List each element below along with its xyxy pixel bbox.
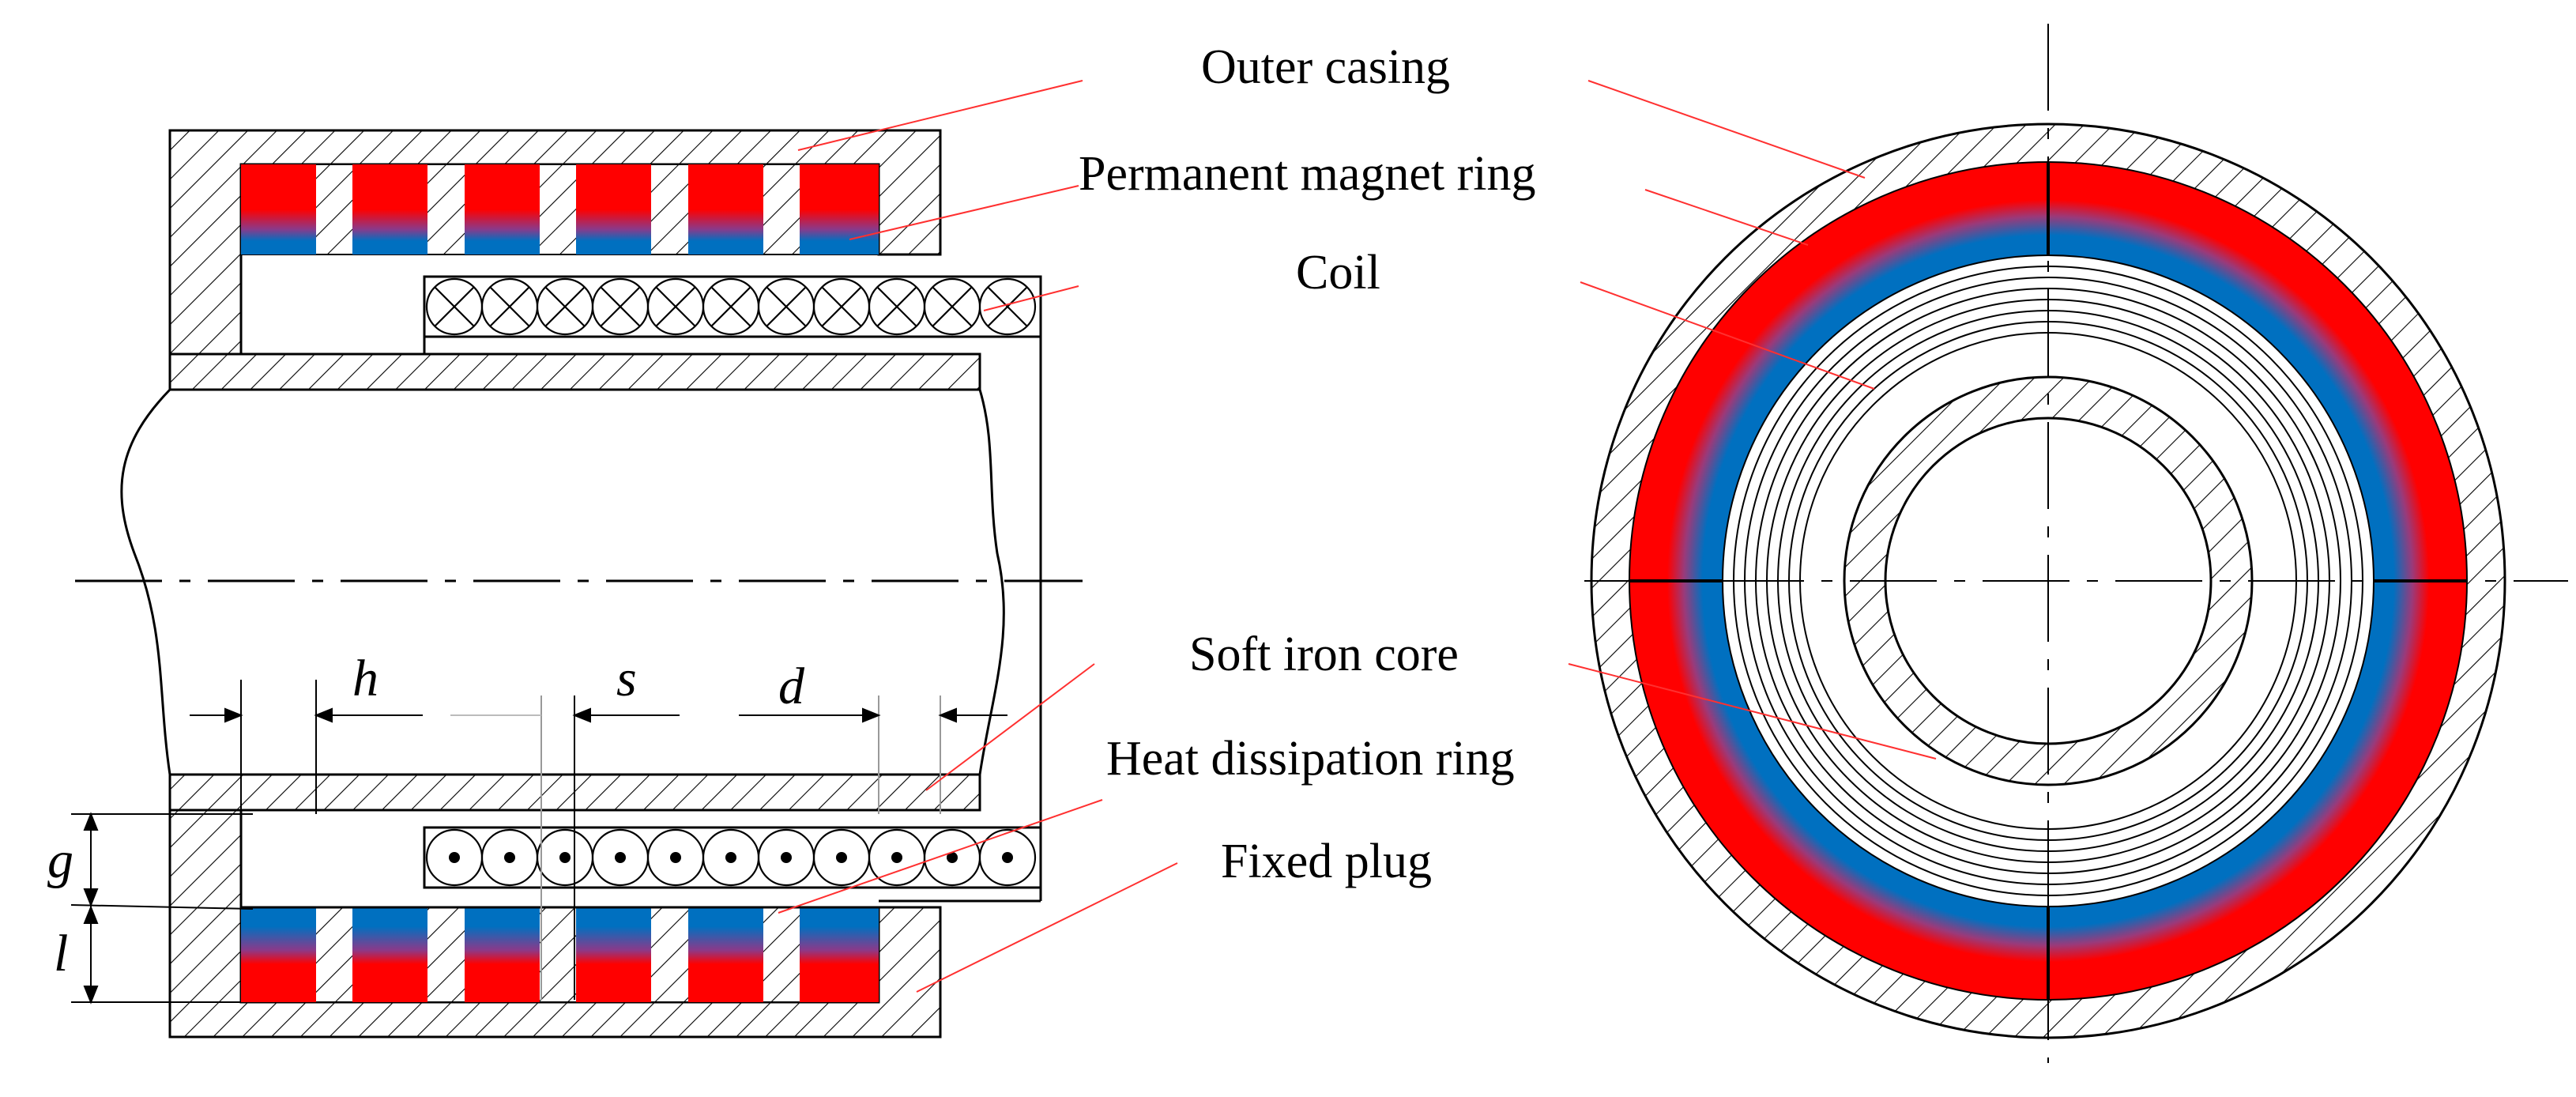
dim-s: s — [616, 650, 637, 707]
magnet-ring — [465, 907, 540, 1002]
magnet-ring — [352, 907, 427, 1002]
permanent-magnets-top — [241, 164, 879, 254]
label-soft-iron-core: Soft iron core — [1189, 628, 1459, 681]
dimension-labels: h s d g l — [47, 650, 805, 982]
label-coil: Coil — [1296, 246, 1380, 300]
magnet-ring — [688, 907, 763, 1002]
soft-iron-core-top — [168, 352, 981, 391]
magnet-ring — [576, 907, 651, 1002]
cross-section-view — [70, 129, 1083, 1039]
dim-l: l — [54, 925, 68, 982]
dim-g: g — [47, 831, 73, 889]
dimension-lines — [70, 680, 1007, 1005]
break-line-left — [120, 388, 171, 775]
label-outer-casing: Outer casing — [1201, 40, 1450, 94]
magnet-ring — [576, 164, 651, 254]
break-line-right — [978, 389, 1005, 775]
leader-lines — [778, 80, 1937, 993]
label-heat-dissipation-ring: Heat dissipation ring — [1106, 732, 1515, 786]
label-fixed-plug: Fixed plug — [1221, 835, 1432, 888]
heat-dissipation-rings-top — [240, 164, 879, 255]
magnet-ring — [800, 164, 879, 254]
dim-h: h — [352, 650, 378, 707]
coil-top — [423, 275, 1042, 338]
end-view — [1584, 24, 2568, 1063]
magnet-ring — [465, 164, 540, 254]
magnet-ring — [241, 164, 316, 254]
heat-dissipation-rings-bottom — [240, 907, 879, 1003]
dim-d: d — [778, 658, 805, 715]
magnet-ring — [241, 907, 316, 1002]
magnet-ring — [800, 907, 879, 1002]
magnet-ring — [352, 164, 427, 254]
callout-labels: Outer casing Permanent magnet ring Coil … — [1079, 40, 1536, 888]
label-permanent-magnet-ring: Permanent magnet ring — [1079, 147, 1536, 201]
magnet-ring — [688, 164, 763, 254]
coil-bottom — [423, 826, 1042, 889]
permanent-magnets-bottom — [241, 907, 879, 1002]
